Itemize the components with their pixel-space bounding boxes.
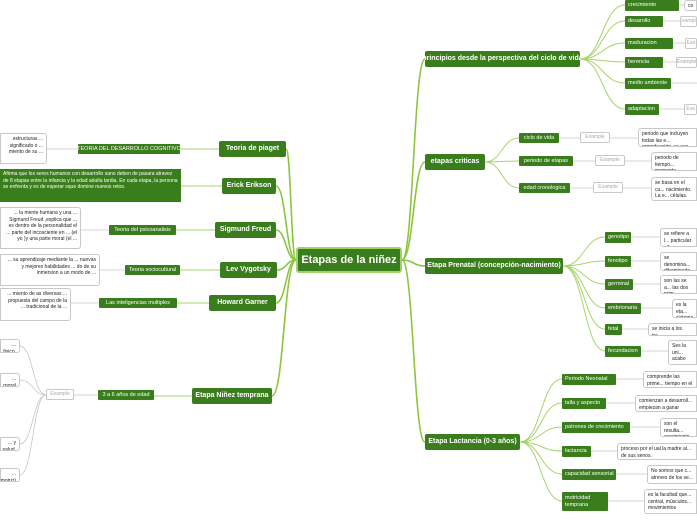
connector-principios-item (579, 58, 626, 84)
lactancia-patrones-text: son el resulta... crecimiento... (660, 418, 697, 437)
topic-lev-vygotsky[interactable]: Lev Vygotsky (220, 262, 277, 278)
connector-lactancia-item (519, 378, 563, 443)
connector-temprana-item (19, 345, 47, 396)
erikson-description: Afirma que los seres humanos con desarro… (0, 169, 181, 202)
prenatal-item-genotipo[interactable]: genotipo (605, 232, 631, 243)
criticas-item-ciclo-de-vida[interactable]: ciclo de vida (519, 133, 559, 143)
topic-principios[interactable]: principios desde la perspectiva del cicl… (425, 51, 580, 67)
temprana-3-a-6-anos[interactable]: 3 a 6 años de edad (98, 390, 154, 400)
temprana-item-motriz: ... motriz) (0, 468, 20, 482)
criticas-item-edad-cronologica[interactable]: edad cronologica (519, 183, 570, 193)
connector-central-right (401, 259, 426, 443)
criticas-periodo-example[interactable]: Example (595, 155, 625, 166)
connector-lactancia-item (519, 402, 563, 443)
principios-crecimiento-text: co (684, 0, 697, 11)
temprana-item-corporal: ... rporal . (0, 373, 20, 387)
connector-lactancia-item (519, 441, 563, 502)
principios-maduracion-example[interactable]: Exa (685, 38, 697, 49)
prenatal-fetal-text: se inicia a los tre... (648, 323, 697, 336)
freud-teoria-del-psicoanalisis[interactable]: Teoria del psicoanalisis (109, 225, 176, 235)
principios-item-medio-ambiente[interactable]: medio ambiente (625, 78, 671, 89)
freud-description: ... la mente humana y una ... Sigmund Fr… (0, 207, 81, 249)
prenatal-fenotipo-text: se denomina... diterminado... (660, 252, 697, 271)
criticas-periodo-text: periodo de tiempo... momento anterior... (651, 152, 697, 171)
prenatal-item-germinal[interactable]: germinal (605, 279, 633, 290)
vygotsky-description: ... su aprendizaje mediante la ... nueva… (0, 254, 100, 286)
topic-etapas-criticas[interactable]: etapas criticas (425, 154, 485, 170)
connector-principios-item (579, 20, 626, 60)
prenatal-fecundacion-text: Ses la uni... acabo en... proceso... (668, 340, 697, 365)
principios-item-adaptacion[interactable]: adaptacion (625, 104, 659, 115)
connector-central-left (285, 148, 297, 261)
connector-prenatal-item (562, 236, 606, 267)
lactancia-neonatal-text: comprende las prime... tiempo en el que … (643, 371, 697, 388)
criticas-edad-text: se basa en el cu... nacimiento. La e... … (651, 177, 697, 201)
connector-central-right (401, 259, 426, 267)
connector-central-left (271, 259, 297, 397)
lactancia-item-capacidad-sensorial[interactable]: capacidad sensorial (562, 469, 616, 480)
prenatal-germinal-text: son las se a... las dos prim... (660, 275, 697, 294)
principios-item-herencia[interactable]: herencia (625, 57, 663, 68)
connector-principios-item (579, 58, 626, 110)
topic-etapa-ninez-temprana[interactable]: Etapa Niñez temprana (192, 388, 272, 404)
prenatal-embrionaria-text: es la eta... sistema... (672, 299, 697, 318)
connector-criticas-item (484, 137, 520, 163)
lactancia-item-lactancia[interactable]: lactancia (562, 446, 591, 457)
topic-howard-garner[interactable]: Howard Garner (209, 295, 276, 311)
topic-erick-erikson[interactable]: Erick Erikson (222, 178, 276, 194)
criticas-ciclo-example[interactable]: Example (580, 132, 610, 143)
connector-central-left (275, 185, 297, 261)
connector-principios-item (579, 42, 626, 60)
connector-criticas-item (484, 161, 520, 189)
lactancia-item-periodo-neonatal[interactable]: Periodo Neonatal (562, 374, 616, 385)
principios-desarollo-example[interactable]: Example (680, 16, 697, 27)
prenatal-item-fetal[interactable]: fetal (605, 324, 622, 335)
central-topic[interactable]: Etapas de la niñez (296, 247, 402, 273)
temprana-example[interactable]: Example (46, 389, 74, 400)
piaget-teoria-desarrollo-cognitivo[interactable]: TEORIA DEL DESARROLLO COGNITIVO (78, 144, 180, 154)
topic-sigmund-freud[interactable]: Sigmund Freud (215, 222, 276, 238)
lactancia-lactancia-text: proceso por el ual la madre al... de sus… (617, 443, 697, 460)
connector-central-left (275, 229, 297, 261)
topic-etapa-lactancia[interactable]: Etapa Lactancia (0-3 años) (425, 434, 520, 450)
prenatal-genotipo-text: se refiere a l... particular , e... (660, 228, 697, 247)
principios-item-maduracion[interactable]: maduracion (625, 38, 673, 49)
garner-inteligencias-multiples[interactable]: Las inteligencias multiples (99, 298, 177, 308)
lactancia-item-talla-y-aspecto[interactable]: talla y aspecto (562, 398, 606, 409)
criticas-ciclo-text: periodo que incluyen todas las e... repr… (638, 128, 697, 147)
prenatal-item-embrionaria[interactable]: embrionaria (605, 303, 641, 314)
prenatal-item-fenotipo[interactable]: fenotipo (605, 256, 631, 267)
lactancia-talla-text: comienzan a desarroll... empiezan a gana… (635, 395, 697, 412)
garner-description: ... miento de as diversas ... propuesta … (0, 288, 71, 321)
criticas-edad-example[interactable]: Example (593, 182, 623, 193)
vygotsky-teoria-sociocultural[interactable]: Teoria sociocultural (125, 265, 180, 275)
temprana-item-fisico: ... fisico. (0, 339, 20, 353)
connector-lactancia-item (519, 426, 563, 443)
principios-adaptacion-example[interactable]: Exa (684, 104, 697, 115)
connector-temprana-item (19, 379, 47, 396)
principios-item-desarollo[interactable]: desarollo (625, 16, 663, 27)
prenatal-item-fecundacion[interactable]: fecundacion (605, 346, 641, 357)
topic-etapa-prenatal[interactable]: Etapa Prenatal (concepción-nacimiento) (425, 258, 563, 274)
topic-teoria-de-piaget[interactable]: Teoria de piaget (219, 141, 286, 157)
principios-item-crecimiento[interactable]: crecimiento (625, 0, 679, 11)
connector-prenatal-item (562, 265, 606, 352)
connector-prenatal-item (562, 265, 606, 309)
criticas-item-periodo-de-etapas[interactable]: periodo de etapas (519, 156, 573, 166)
lactancia-item-patrones-de-crecimiento[interactable]: patrones de crecimiento (562, 422, 630, 433)
connector-temprana-item (19, 394, 47, 476)
principios-herencia-example[interactable]: Example (676, 57, 697, 68)
piaget-description: estructuras ... significado o ... miento… (0, 133, 47, 164)
lactancia-item-motricidad-temprana[interactable]: motricidad temprana (562, 492, 608, 511)
lactancia-motricidad-text: es la facultad que... central, músculos.… (644, 489, 697, 514)
temprana-item-salud: ... y salud. (0, 437, 20, 451)
connector-central-right (401, 58, 426, 261)
connector-central-right (401, 161, 426, 261)
lactancia-capacidad-text: No somos que c... atreves de los se... (647, 465, 697, 484)
